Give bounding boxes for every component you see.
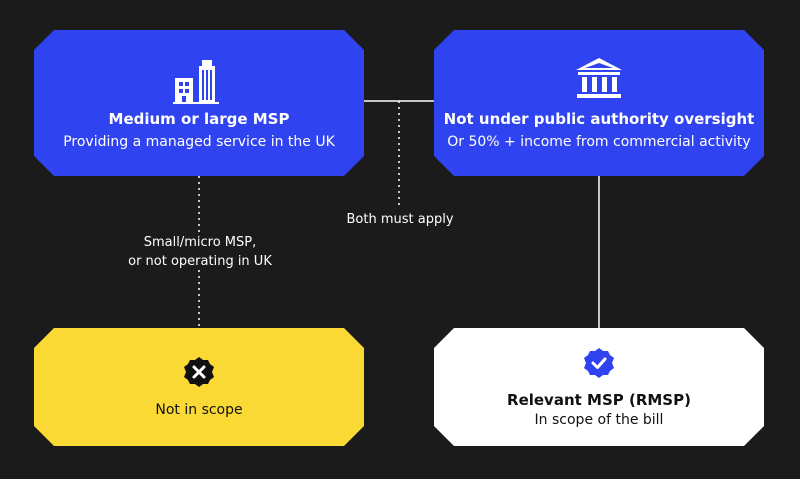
msp-size-subtitle: Providing a managed service in the UK bbox=[63, 134, 335, 150]
buildings-icon bbox=[171, 56, 227, 104]
both-must-apply-label: Both must apply bbox=[346, 212, 454, 227]
small-micro-label-line1: Small/micro MSP, bbox=[143, 235, 257, 250]
check-badge-icon bbox=[583, 347, 615, 379]
not-in-scope-box: Not in scope bbox=[34, 328, 364, 446]
rmsp-subtitle: In scope of the bill bbox=[534, 411, 664, 428]
not-in-scope-text: Not in scope bbox=[155, 402, 243, 418]
msp-size-title: Medium or large MSP bbox=[108, 110, 290, 128]
rmsp-title: Relevant MSP (RMSP) bbox=[507, 390, 691, 409]
x-badge-icon bbox=[183, 356, 215, 388]
rmsp-box: Relevant MSP (RMSP) In scope of the bill bbox=[434, 328, 764, 446]
small-micro-label-line2: or not operating in UK bbox=[128, 254, 272, 269]
authority-subtitle: Or 50% + income from commercial activity bbox=[447, 134, 751, 150]
government-building-icon bbox=[574, 56, 624, 100]
small-micro-label: Small/micro MSP, or not operating in UK bbox=[100, 233, 300, 271]
msp-size-box: Medium or large MSP Providing a managed … bbox=[34, 30, 364, 176]
authority-box: Not under public authority oversight Or … bbox=[434, 30, 764, 176]
authority-title: Not under public authority oversight bbox=[443, 110, 755, 128]
